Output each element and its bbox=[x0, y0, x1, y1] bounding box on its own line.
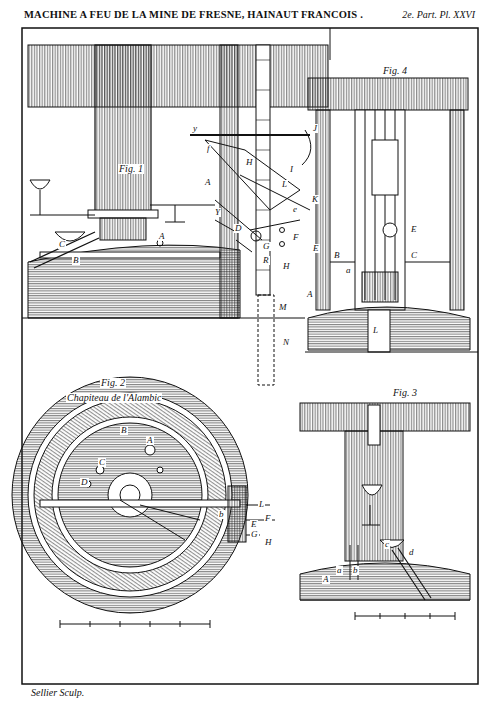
callout-letter: M bbox=[278, 303, 288, 312]
callout-letter: A bbox=[146, 436, 154, 445]
callout-letter: A bbox=[204, 178, 212, 187]
callout-letter: C bbox=[98, 458, 106, 467]
callout-letter: A bbox=[158, 232, 166, 241]
callout-letter: L bbox=[281, 180, 288, 189]
callout-letter: H bbox=[245, 158, 254, 167]
callout-letter: a bbox=[345, 266, 352, 275]
callout-letter: Y bbox=[214, 208, 221, 217]
callout-letter: H bbox=[282, 262, 291, 271]
callout-letter: K bbox=[311, 195, 319, 204]
callout-letter: I bbox=[289, 165, 294, 174]
callout-letter: E bbox=[312, 244, 320, 253]
callout-letter: E bbox=[250, 520, 258, 529]
figure-caption: Fig. 4 bbox=[382, 66, 408, 76]
fig1-drawing bbox=[22, 28, 330, 385]
callout-letter: a bbox=[336, 566, 343, 575]
callout-letter: b bbox=[218, 510, 225, 519]
callout-letter: N bbox=[282, 338, 290, 347]
callout-letter: C bbox=[410, 251, 418, 260]
callout-letter: B bbox=[333, 251, 341, 260]
callout-letter: J bbox=[312, 124, 318, 133]
figure-caption: Fig. 3 bbox=[392, 388, 418, 398]
callout-letter: C bbox=[58, 240, 66, 249]
callout-letter: D bbox=[234, 224, 243, 233]
callout-letter: c bbox=[384, 540, 390, 549]
callout-letter: D bbox=[80, 478, 89, 487]
callout-letter: A bbox=[322, 575, 330, 584]
plate-frame bbox=[22, 28, 478, 684]
fig4-drawing bbox=[305, 78, 478, 352]
callout-letter: G bbox=[262, 242, 271, 251]
callout-letter: b bbox=[352, 566, 359, 575]
callout-letter: H bbox=[264, 538, 273, 547]
callout-letter: L bbox=[258, 500, 265, 509]
figure-caption: Sellier Sculp. bbox=[30, 688, 85, 698]
scale-bar bbox=[60, 612, 455, 628]
figure-caption: Chapiteau de l'Alambic bbox=[66, 393, 162, 403]
callout-letter: F bbox=[292, 233, 300, 242]
fig3-drawing bbox=[300, 403, 470, 600]
figure-caption: Fig. 2 bbox=[100, 378, 126, 388]
callout-letter: B bbox=[72, 256, 80, 265]
plate-title: MACHINE A FEU DE LA MINE DE FRESNE, HAIN… bbox=[24, 10, 363, 21]
callout-letter: f bbox=[206, 144, 211, 153]
callout-letter: F bbox=[264, 514, 272, 523]
figure-caption: Fig. 1 bbox=[118, 164, 144, 174]
callout-letter: e bbox=[292, 205, 298, 214]
callout-letter: G bbox=[250, 530, 259, 539]
callout-letter: E bbox=[410, 225, 418, 234]
callout-letter: y bbox=[192, 124, 198, 133]
callout-letter: R bbox=[262, 256, 270, 265]
callout-letter: d bbox=[408, 548, 415, 557]
callout-letter: A bbox=[306, 290, 314, 299]
plate-number: 2e. Part. Pl. XXVI bbox=[401, 10, 476, 20]
fig2-drawing bbox=[12, 377, 275, 613]
callout-letter: L bbox=[372, 326, 379, 335]
callout-letter: B bbox=[120, 426, 128, 435]
